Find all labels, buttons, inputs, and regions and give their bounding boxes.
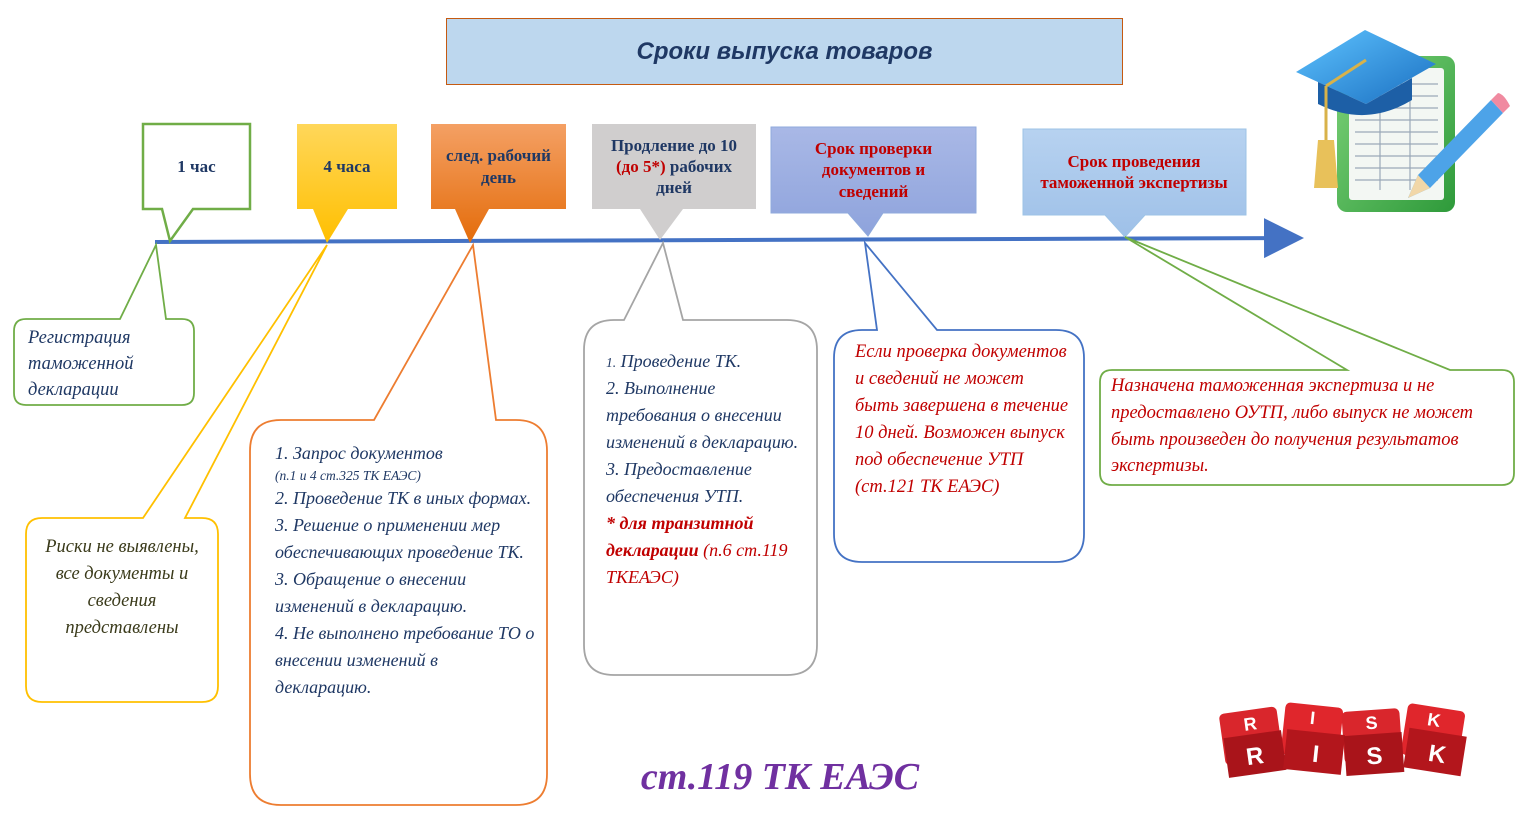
callout-4-hours bbox=[297, 124, 397, 243]
timeline-label-5: Срок проверки документов и сведений bbox=[814, 139, 933, 201]
note-gray-shape bbox=[583, 240, 818, 676]
risk-letter: S bbox=[1365, 713, 1378, 734]
graduation-tablet-icon bbox=[1296, 30, 1510, 212]
risk-letter: R bbox=[1244, 742, 1265, 771]
callout-1-hour bbox=[141, 122, 252, 244]
title-box: Сроки выпуска товаров bbox=[446, 18, 1123, 85]
note-blue-shape bbox=[833, 239, 1085, 563]
risk-letter: I bbox=[1309, 708, 1316, 728]
risk-letter: R bbox=[1242, 713, 1258, 735]
risk-letter: I bbox=[1311, 741, 1320, 769]
risk-letter: S bbox=[1366, 742, 1384, 770]
note-green-shape bbox=[1099, 236, 1515, 486]
page-title: Сроки выпуска товаров bbox=[636, 37, 933, 65]
risk-letter: K bbox=[1426, 709, 1442, 731]
timeline-label-3: след. рабочий день bbox=[446, 146, 551, 187]
timeline-label-4: Продление до 10 (до 5*) рабочих дней bbox=[610, 135, 738, 198]
note-blue: Если проверка документов и сведений не м… bbox=[855, 342, 1069, 497]
note-gray-list: 1. Проведение ТК. 2. Выполнение требован… bbox=[606, 351, 799, 587]
callout-expertise bbox=[1022, 128, 1247, 238]
note-no-risks: Риски не выявлены, все документы и сведе… bbox=[45, 537, 199, 638]
note-green: Назначена таможенная экспертиза и не пре… bbox=[1111, 376, 1474, 477]
note-registration: Регистрация таможенной декларации bbox=[28, 328, 134, 400]
risk-dice-icon: R I S K R I S K bbox=[1219, 702, 1467, 778]
timeline-label-6: Срок проведения таможенной экспертизы bbox=[1040, 151, 1228, 192]
timeline-label-1: 1 час bbox=[177, 156, 216, 176]
callout-check bbox=[770, 126, 977, 237]
risk-letter: K bbox=[1426, 740, 1448, 769]
callout-next-day bbox=[431, 124, 566, 243]
note-no-risks-shape bbox=[25, 244, 328, 703]
timeline-label-2: 4 часа bbox=[323, 156, 371, 176]
timeline-axis bbox=[154, 218, 1304, 259]
note-orange-shape bbox=[249, 242, 548, 806]
note-registration-shape bbox=[13, 241, 195, 406]
footer-reference: ст.119 ТК ЕАЭС bbox=[640, 756, 920, 798]
note-orange-list: 1. Запрос документов (п.1 и 4 ст.325 ТК … bbox=[275, 443, 535, 697]
callout-extension bbox=[592, 124, 756, 240]
